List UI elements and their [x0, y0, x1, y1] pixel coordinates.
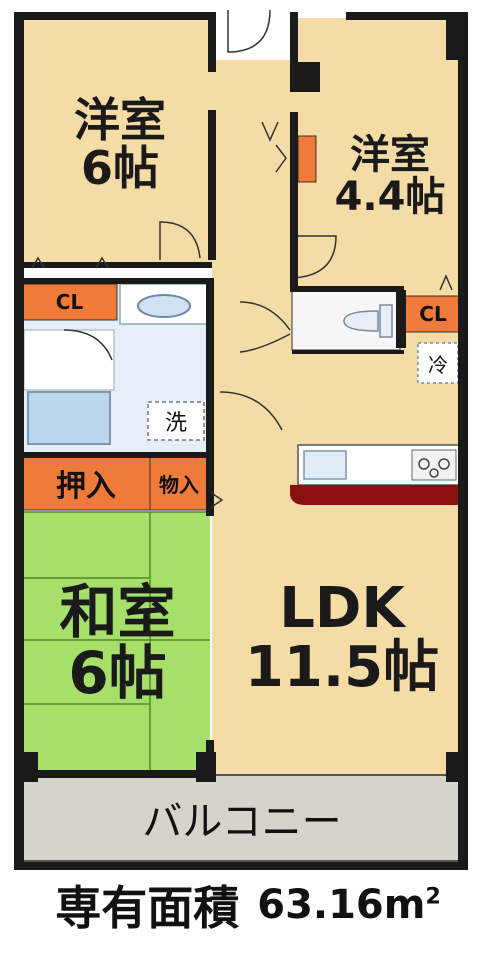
door-swings: [63, 9, 337, 431]
area-value-wrap: 63.16m2: [257, 882, 441, 928]
bath-area: [23, 329, 115, 391]
area-label: 専有面積: [55, 881, 240, 935]
ldk-name: LDK: [279, 576, 405, 641]
closet-right: [403, 295, 463, 333]
balcony-label: バルコニー: [142, 799, 342, 845]
fridge-space: [417, 342, 459, 384]
exclusive-area: 専有面積 63.16m2: [0, 870, 496, 940]
walls: [14, 12, 468, 870]
monoire-label: 物入: [159, 472, 199, 497]
japanese-room-name: 和室: [59, 578, 176, 646]
burner-2: [438, 458, 450, 470]
ldk-label: LDK 11.5帖: [222, 576, 462, 700]
japanese-room-tatami: [22, 512, 210, 772]
western-room-1-size: 6帖: [80, 141, 159, 196]
washer-space: [147, 401, 205, 441]
closet-left-label: CL: [55, 290, 84, 314]
western-room-2-name: 洋室: [350, 132, 430, 178]
burner-1: [418, 458, 430, 470]
closet-hall: [297, 135, 317, 183]
closet-left: [21, 283, 118, 321]
japanese-room-size: 6帖: [68, 638, 167, 707]
kitchen-counter-edge: [290, 485, 462, 505]
area-value: 63.16m: [257, 882, 426, 928]
corridor-floor: [212, 60, 292, 460]
monoire-closet: [149, 455, 209, 511]
burner-3: [429, 468, 439, 478]
toilet-tank: [379, 304, 393, 338]
western-room-2-size: 4.4帖: [334, 174, 446, 220]
fridge-label: 冷: [428, 352, 448, 377]
western-room-2-label: 洋室 4.4帖: [320, 134, 460, 218]
western-room-2-floor: [292, 18, 462, 290]
ldk-size: 11.5帖: [244, 634, 440, 700]
western-room-1-floor: [22, 18, 212, 263]
western-room-1-name: 洋室: [74, 93, 166, 147]
washer-label: 洗: [164, 411, 187, 436]
toilet-bowl: [343, 310, 379, 332]
area-unit-superscript: 2: [425, 884, 441, 910]
kitchen-sink: [303, 450, 347, 480]
washbasin: [137, 294, 191, 318]
japanese-room-label: 和室 6帖: [30, 582, 205, 704]
oshiire-closet: [21, 455, 151, 511]
closet-right-label: CL: [419, 302, 447, 326]
western-room-1-label: 洋室 6帖: [40, 96, 200, 193]
ldk-floor: [212, 460, 462, 775]
door-arrows: [31, 256, 453, 509]
bathtub: [27, 391, 111, 445]
tatami-lines: [22, 511, 210, 772]
oshiire-label: 押入: [56, 469, 116, 504]
